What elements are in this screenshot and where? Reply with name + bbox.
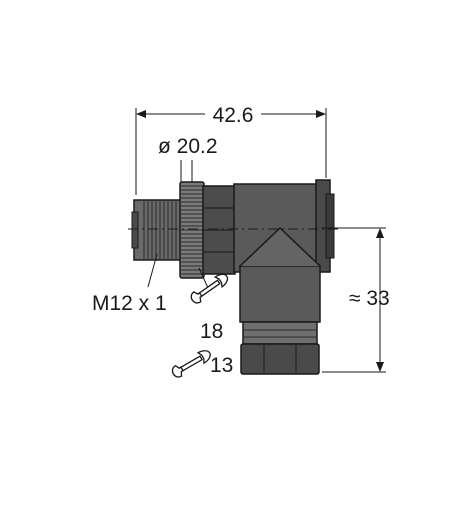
- wrench-upper-leader: [198, 267, 209, 289]
- thread-leader: [147, 253, 158, 288]
- height-arrow-top: [376, 228, 384, 238]
- length-dimension: 42.6: [135, 100, 327, 195]
- diameter-dimension: ø 20.2: [158, 135, 218, 182]
- wrench-icon: [171, 350, 211, 378]
- length-arrow-left: [136, 110, 146, 118]
- wrench-upper-label: 18: [200, 320, 223, 343]
- height-dimension: ≈ 33: [322, 227, 390, 373]
- thread-label: M12 x 1: [92, 292, 167, 315]
- wrench-callout-upper: 18: [190, 267, 229, 343]
- thread-lines: [143, 201, 177, 259]
- knurling: [181, 185, 203, 275]
- connector-body: [128, 179, 340, 375]
- gland-nut: [240, 343, 320, 375]
- housing-body: [239, 265, 321, 323]
- length-arrow-right: [316, 110, 326, 118]
- diameter-label: ø 20.2: [158, 135, 218, 158]
- threaded-plug: [133, 199, 183, 261]
- wrench-lower-label: 13: [210, 354, 233, 377]
- height-arrow-bottom: [376, 362, 384, 372]
- housing-bevel: [239, 226, 321, 267]
- height-label: ≈ 33: [349, 287, 390, 310]
- thread-callout: M12 x 1: [92, 253, 167, 315]
- wrench-callout-lower: 13: [171, 350, 233, 378]
- housing-cap-edge: [325, 193, 335, 259]
- plug-face: [131, 211, 139, 249]
- gland-thread: [242, 321, 318, 345]
- wrench-icon: [190, 273, 229, 304]
- length-label: 42.6: [213, 104, 254, 127]
